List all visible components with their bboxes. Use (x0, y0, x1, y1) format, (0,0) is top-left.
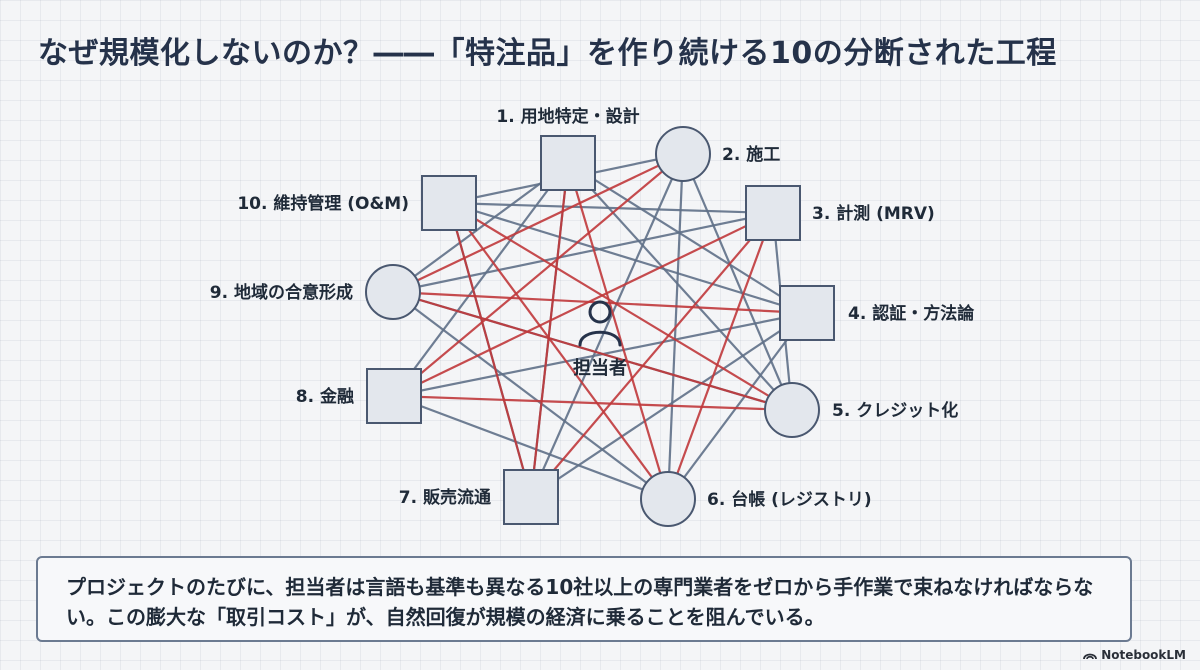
blue-connection-line (448, 201, 774, 215)
red-connection-line (666, 212, 775, 500)
node-square (540, 135, 596, 191)
red-connection-line (566, 162, 670, 500)
blue-connection-line (392, 162, 569, 293)
blue-connection-line (567, 162, 793, 411)
process-node-8: 8. 金融 (296, 368, 422, 424)
node-square (421, 175, 477, 231)
process-network-diagram: 1. 用地特定・設計 2. 施工 3. 計測 (MRV) 4. 認証・方法論 5. クレ… (210, 106, 975, 527)
node-label: 1. 用地特定・設計 (496, 106, 639, 127)
node-label: 3. 計測 (MRV) (812, 203, 935, 224)
connection-lines (392, 152, 808, 501)
red-connection-line (392, 290, 793, 412)
process-node-9: 9. 地域の合意形成 (210, 264, 421, 320)
caption-box: プロジェクトのたびに、担当者は言語も基準も異なる10社以上の専門業者をゼロから手… (36, 556, 1132, 642)
node-circle (764, 382, 820, 438)
node-label: 7. 販売流通 (399, 487, 491, 508)
center-person: 担当者 (573, 300, 627, 379)
blue-connection-line (393, 394, 669, 501)
blue-connection-line (392, 211, 774, 294)
process-node-3: 3. 計測 (MRV) (745, 185, 935, 241)
red-connection-line (393, 394, 793, 412)
node-label: 8. 金融 (296, 386, 354, 407)
blue-connection-line (681, 153, 794, 411)
brand-label: NotebookLM (1101, 648, 1186, 662)
red-connection-line (448, 202, 793, 411)
blue-connection-line (392, 291, 669, 500)
node-circle (365, 264, 421, 320)
node-label: 2. 施工 (722, 144, 780, 165)
node-square (745, 185, 801, 241)
red-connection-line (393, 212, 774, 397)
node-label: 10. 維持管理 (O&M) (237, 193, 409, 214)
node-circle (640, 471, 696, 527)
blue-connection-line (567, 162, 808, 314)
blue-connection-line (448, 201, 808, 315)
process-node-4: 4. 認証・方法論 (779, 285, 975, 341)
node-label: 9. 地域の合意形成 (210, 282, 353, 303)
node-label: 6. 台帳 (レジストリ) (707, 489, 872, 510)
process-node-1: 1. 用地特定・設計 (496, 106, 640, 191)
red-connection-line (448, 202, 669, 500)
process-node-10: 10. 維持管理 (O&M) (237, 175, 477, 231)
caption-text: プロジェクトのたびに、担当者は言語も基準も異なる10社以上の専門業者をゼロから手… (66, 575, 1094, 629)
process-node-6: 6. 台帳 (レジストリ) (640, 471, 872, 527)
node-square (503, 469, 559, 525)
node-label: 5. クレジット化 (832, 400, 958, 421)
notebooklm-logo-icon (1083, 653, 1098, 660)
process-node-5: 5. クレジット化 (764, 382, 958, 438)
page-title: なぜ規模化しないのか？――「特注品」を作り続ける10の分断された工程 (38, 36, 1057, 71)
brand-watermark: NotebookLM (1083, 648, 1186, 662)
red-connection-line (529, 162, 570, 498)
center-label: 担当者 (573, 357, 627, 379)
node-label: 4. 認証・方法論 (848, 303, 975, 324)
person-icon (578, 300, 622, 347)
process-nodes: 1. 用地特定・設計 2. 施工 3. 計測 (MRV) 4. 認証・方法論 5. クレ… (210, 106, 975, 527)
red-connection-line (530, 212, 774, 498)
blue-connection-line (667, 312, 808, 500)
node-square (366, 368, 422, 424)
blue-connection-line (393, 162, 569, 397)
red-connection-line (447, 202, 533, 498)
red-connection-line (393, 153, 684, 397)
red-connection-line (392, 153, 684, 293)
node-square (779, 285, 835, 341)
blue-connection-line (529, 153, 685, 498)
process-node-2: 2. 施工 (655, 126, 780, 182)
node-circle (655, 126, 711, 182)
process-node-7: 7. 販売流通 (399, 469, 559, 525)
